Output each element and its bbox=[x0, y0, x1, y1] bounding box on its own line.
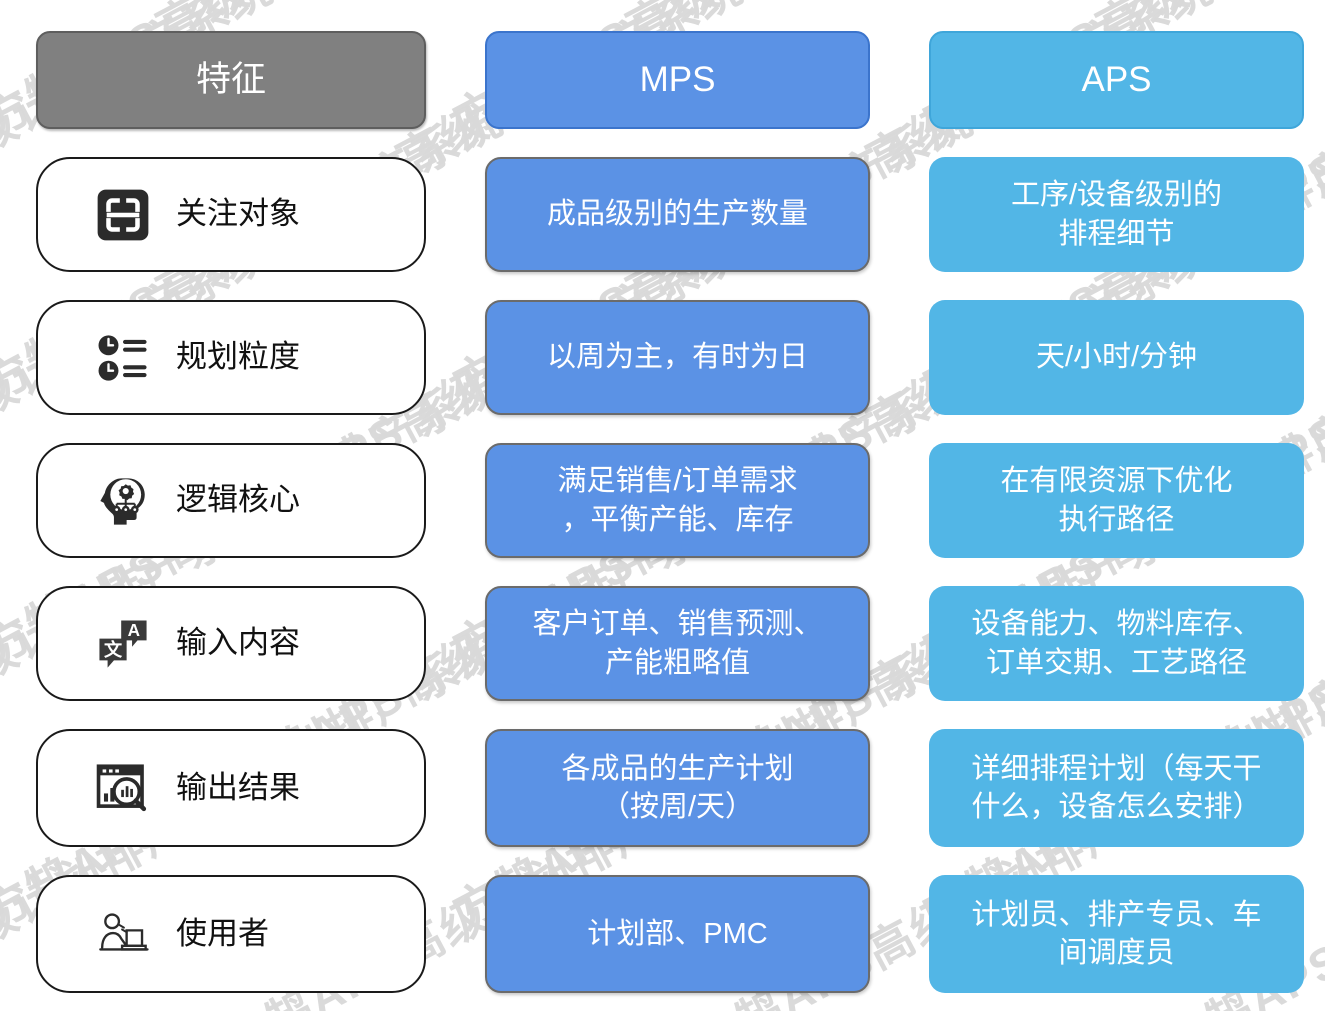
header-mps-label: MPS bbox=[639, 59, 716, 99]
data-analysis-icon bbox=[92, 757, 154, 819]
aps-cell-6: 计划员、排产专员、车间调度员 bbox=[929, 875, 1304, 993]
feature-cell-5: 输出结果 bbox=[36, 729, 426, 847]
mps-cell-6: 计划部、PMC bbox=[485, 875, 870, 993]
feature-cell-2: 规划粒度 bbox=[36, 300, 426, 415]
mps-cell-4: 客户订单、销售预测、产能粗略值 bbox=[485, 586, 870, 701]
aps-cell-5: 详细排程计划（每天干什么，设备怎么安排） bbox=[929, 729, 1304, 847]
feature-cell-4: 文 A 输入内容 bbox=[36, 586, 426, 701]
header-cell-feature: 特征 bbox=[36, 31, 426, 129]
feature-cell-1: 关注对象 bbox=[36, 157, 426, 272]
mps-cell-5: 各成品的生产计划（按周/天） bbox=[485, 729, 870, 847]
header-cell-aps: APS bbox=[929, 31, 1304, 129]
header-aps-label: APS bbox=[1081, 59, 1152, 99]
header-cell-mps: MPS bbox=[485, 31, 870, 129]
feature-label-6: 使用者 bbox=[176, 915, 269, 951]
feature-label-1: 关注对象 bbox=[176, 196, 300, 232]
aps-cell-2: 天/小时/分钟 bbox=[929, 300, 1304, 415]
scan-focus-icon bbox=[92, 184, 154, 246]
mps-cell-3: 满足销售/订单需求，平衡产能、库存 bbox=[485, 443, 870, 558]
brain-gears-icon bbox=[92, 470, 154, 532]
mps-cell-2: 以周为主，有时为日 bbox=[485, 300, 870, 415]
mps-cell-1: 成品级别的生产数量 bbox=[485, 157, 870, 272]
feature-label-3: 逻辑核心 bbox=[176, 482, 300, 518]
header-feature-label: 特征 bbox=[195, 59, 266, 99]
svg-text:文: 文 bbox=[104, 638, 123, 660]
aps-cell-1: 工序/设备级别的排程细节 bbox=[929, 157, 1304, 272]
schedule-clock-list-icon bbox=[92, 327, 154, 389]
person-at-laptop-icon bbox=[92, 903, 154, 965]
aps-cell-3: 在有限资源下优化执行路径 bbox=[929, 443, 1304, 558]
feature-cell-3: 逻辑核心 bbox=[36, 443, 426, 558]
feature-label-5: 输出结果 bbox=[176, 769, 300, 805]
feature-label-2: 规划粒度 bbox=[176, 339, 300, 375]
feature-label-4: 输入内容 bbox=[176, 625, 300, 661]
svg-text:A: A bbox=[128, 619, 140, 639]
translate-icon: 文 A bbox=[92, 613, 154, 675]
aps-cell-4: 设备能力、物料库存、订单交期、工艺路径 bbox=[929, 586, 1304, 701]
feature-cell-6: 使用者 bbox=[36, 875, 426, 993]
